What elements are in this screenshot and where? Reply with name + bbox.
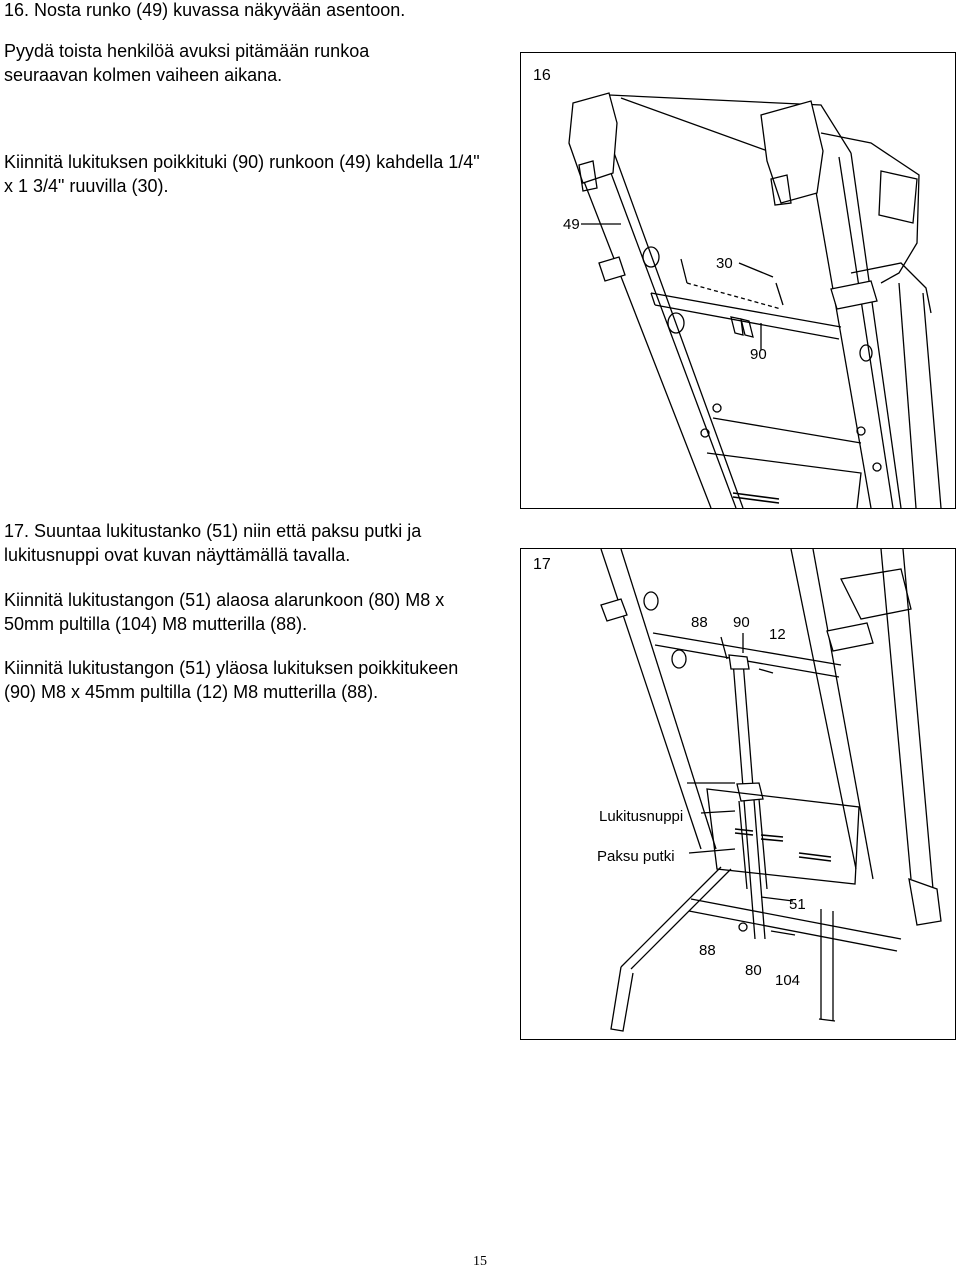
figure-17-callout-88-top: 88 [691, 614, 708, 631]
figure-16-callout-90: 90 [750, 346, 767, 363]
step16-instruction-line2: x 1 3/4" ruuvilla (30). [4, 176, 169, 196]
figure-17-illustration: 17 [533, 549, 942, 1032]
step17-para2-line2: (90) M8 x 45mm pultilla (12) M8 mutteril… [4, 682, 379, 702]
figure-17-label-tube: Paksu putki [597, 848, 675, 865]
figure-16-number: 16 [533, 67, 551, 84]
figure-16-callout-30: 30 [716, 255, 733, 272]
figure-17-number: 17 [533, 556, 551, 573]
step16-help-line2: seuraavan kolmen vaiheen aikana. [4, 65, 283, 85]
step16-heading: 16. Nosta runko (49) kuvassa näkyvään as… [4, 0, 406, 20]
figure-17-callout-80: 80 [745, 962, 762, 979]
figure-17-callout-51: 51 [789, 896, 806, 913]
step17-para1-line1: Kiinnitä lukitustangon (51) alaosa alaru… [4, 590, 445, 610]
figure-16-callout-49: 49 [563, 216, 580, 233]
step16-help-line1: Pyydä toista henkilöä avuksi pitämään ru… [4, 41, 370, 61]
figure-17-callout-12: 12 [769, 626, 786, 643]
figure-16: 16 [520, 52, 956, 509]
step17-heading-line2: lukitusnuppi ovat kuvan näyttämällä tava… [4, 545, 351, 565]
figure-17: 17 [520, 548, 956, 1040]
step17-para1-line2: 50mm pultilla (104) M8 mutterilla (88). [4, 614, 308, 634]
figure-17-label-knob: Lukitusnuppi [599, 808, 683, 825]
step17-heading-line1: 17. Suuntaa lukitustanko (51) niin että … [4, 521, 422, 541]
figure-16-illustration: 16 [533, 67, 942, 508]
step17-para2-line1: Kiinnitä lukitustangon (51) yläosa lukit… [4, 658, 459, 678]
figure-17-callout-90: 90 [733, 614, 750, 631]
page-number: 15 [473, 1254, 487, 1269]
step16-instruction-line1: Kiinnitä lukituksen poikkituki (90) runk… [4, 152, 480, 172]
figure-17-callout-104: 104 [775, 972, 800, 989]
figure-17-callout-88-bottom: 88 [699, 942, 716, 959]
